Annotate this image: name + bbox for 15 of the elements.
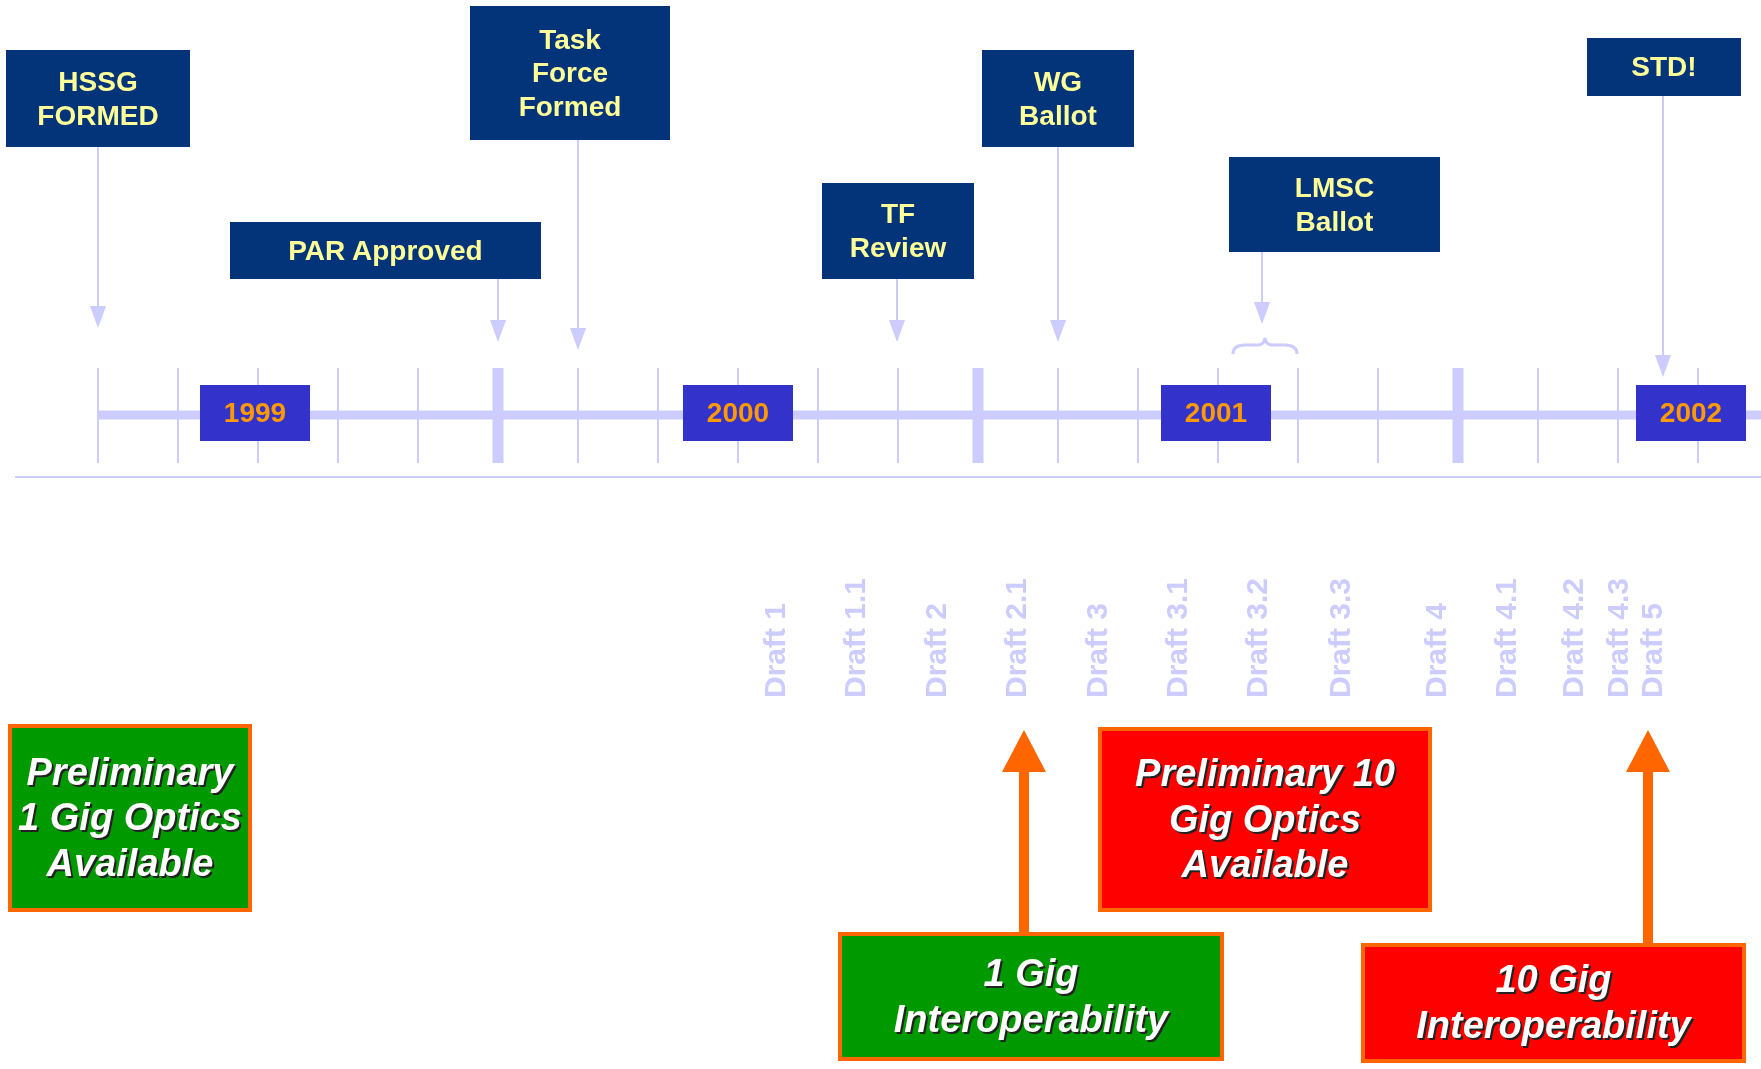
year-marker: 2001 — [1161, 385, 1271, 441]
year-marker: 1999 — [200, 385, 310, 441]
year-marker: 2000 — [683, 385, 793, 441]
year-marker: 2002 — [1636, 385, 1746, 441]
milestone-box: TF Review — [822, 183, 974, 279]
milestone-box: WG Ballot — [982, 50, 1134, 147]
status-box: 1 Gig Interoperability — [838, 932, 1224, 1061]
status-box: Preliminary 10 Gig Optics Available — [1098, 727, 1432, 912]
status-box: 10 Gig Interoperability — [1361, 943, 1746, 1063]
milestone-box: LMSC Ballot — [1229, 157, 1440, 252]
milestone-box: Task Force Formed — [470, 6, 670, 140]
milestone-box: HSSG FORMED — [6, 50, 190, 147]
milestone-box: STD! — [1587, 38, 1741, 96]
milestone-box: PAR Approved — [230, 222, 541, 279]
status-box: Preliminary 1 Gig Optics Available — [8, 724, 252, 912]
